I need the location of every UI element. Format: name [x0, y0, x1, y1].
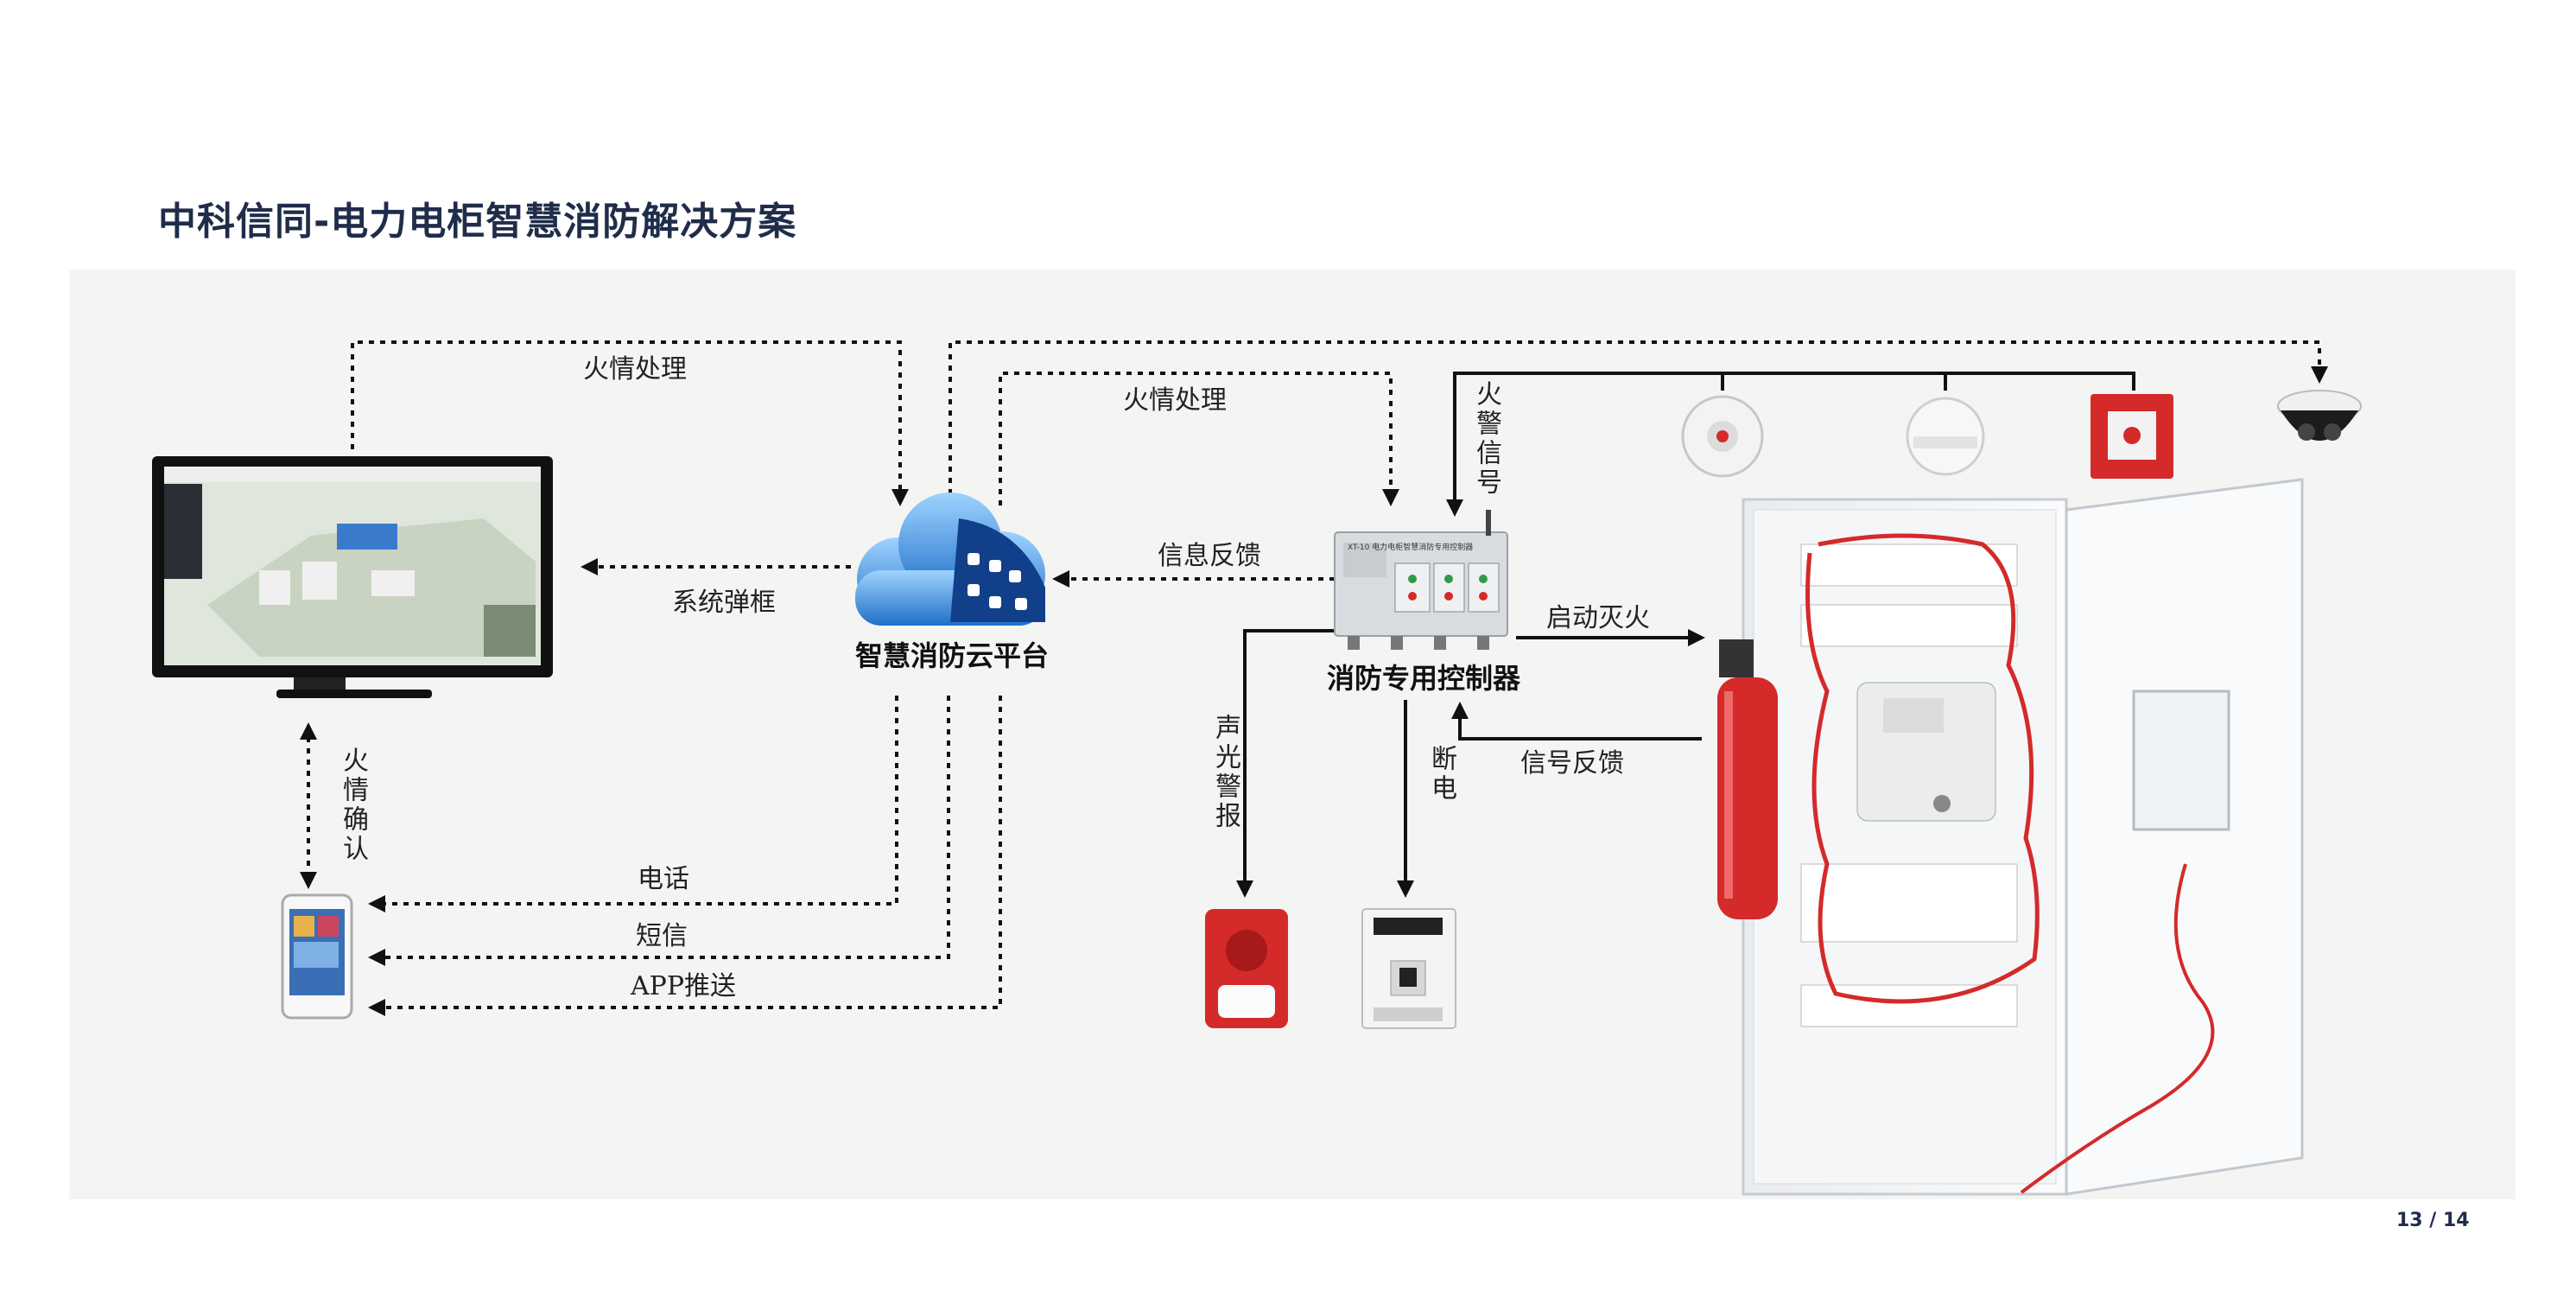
label-phone: 电话: [638, 864, 689, 894]
flow-lines: [300, 340, 2328, 1016]
label-fire-alarm-signal: 火警信号: [1471, 380, 1501, 498]
mobile-phone: [281, 893, 353, 1020]
controller-label: 消防专用控制器: [1327, 662, 1521, 695]
page-title: 中科信同-电力电柜智慧消防解决方案: [158, 200, 797, 244]
label-signal-feedback: 信号反馈: [1520, 748, 1624, 779]
edge-app: [368, 696, 1002, 1016]
edge-sms: [368, 696, 950, 966]
fire-extinguisher: [1717, 639, 1778, 919]
cloud-platform-icon: [855, 493, 1045, 626]
controller-device: [1334, 510, 1508, 650]
edge-signal-feedback: [1451, 702, 1702, 740]
edge-sound-light: [1236, 629, 1339, 898]
label-fire-handling-left: 火情处理: [583, 354, 687, 385]
label-sms: 短信: [636, 921, 688, 951]
sound-light-alarm: [1205, 909, 1288, 1028]
smoke-detector-2: [1906, 397, 1985, 476]
label-info-feedback: 信息反馈: [1158, 541, 1261, 571]
page-indicator: 13 / 14: [2396, 1210, 2470, 1231]
label-fire-confirm: 火情确认: [338, 747, 368, 864]
security-camera: [2277, 390, 2362, 441]
cloud-platform-label: 智慧消防云平台: [855, 639, 1050, 672]
electrical-cabinet: [1742, 478, 2304, 1196]
label-fire-handling-right: 火情处理: [1123, 385, 1227, 416]
controller-panel-text: XT-10 电力电柜智慧消防专用控制器: [1348, 543, 1474, 552]
label-start-extinguish: 启动灭火: [1546, 603, 1650, 633]
edge-fire-alarm-signal: [1446, 372, 2135, 517]
manual-alarm-button: [2091, 394, 2173, 479]
label-system-popup: 系统弹框: [672, 588, 776, 618]
label-app-push: APP推送: [631, 971, 737, 1001]
edge-fire-handling-left: [351, 340, 909, 506]
edge-cloud-camera: [949, 340, 2328, 505]
label-sound-light-alarm: 声光警报: [1210, 714, 1240, 831]
edge-fire-handling-right: [999, 372, 1399, 506]
label-power-off: 断电: [1426, 745, 1456, 804]
edge-phone: [368, 696, 898, 912]
circuit-breaker: [1361, 908, 1456, 1029]
monitor-display: [152, 456, 553, 698]
smoke-detector-1: [1681, 395, 1764, 478]
